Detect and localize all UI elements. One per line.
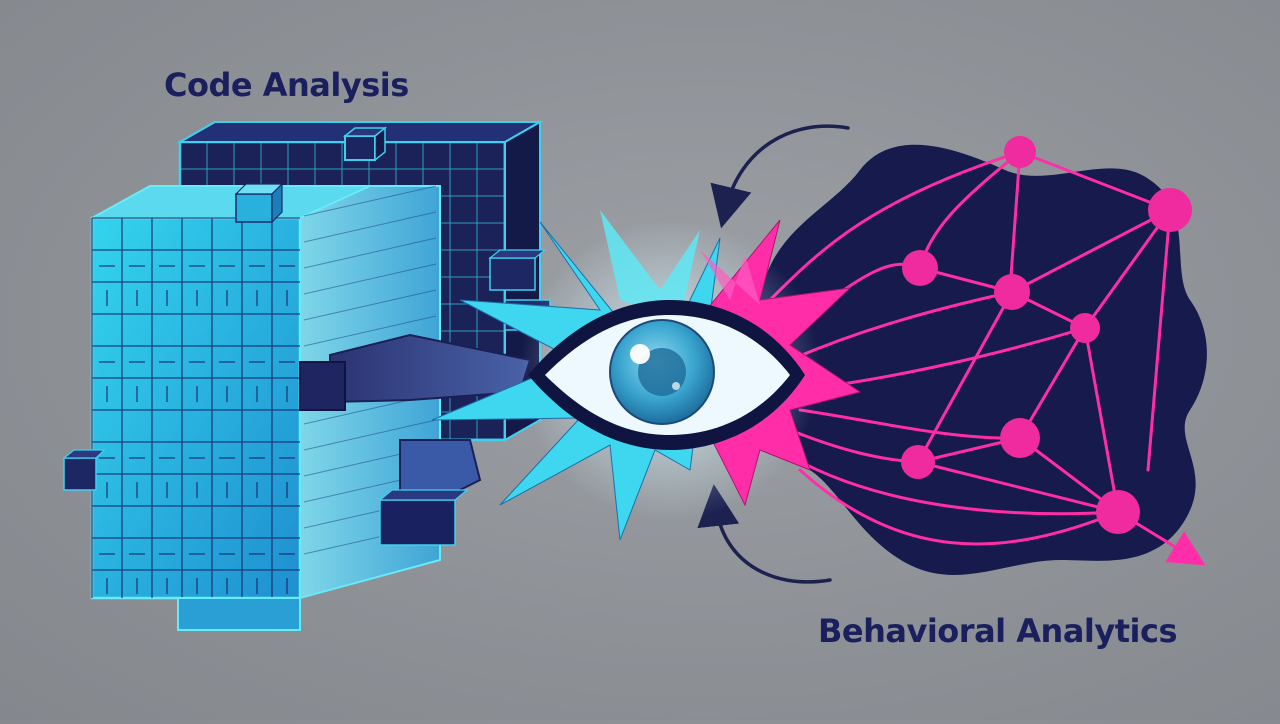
arrow-top [710, 124, 850, 229]
network-node [901, 445, 935, 479]
network-node [1148, 188, 1192, 232]
network-node [902, 250, 938, 286]
network-node [1004, 136, 1036, 168]
network-graph-icon [753, 136, 1207, 575]
network-nodes [901, 136, 1192, 534]
cycle-arrows-icon [697, 124, 850, 584]
network-node [1096, 490, 1140, 534]
network-node [994, 274, 1030, 310]
network-node [1000, 418, 1040, 458]
code-analysis-label: Code Analysis [164, 66, 409, 104]
arrow-bottom [697, 484, 832, 584]
network-node [1070, 313, 1100, 343]
behavioral-analytics-label: Behavioral Analytics [818, 612, 1178, 650]
network-cloud [753, 144, 1207, 575]
code-cube-structure-icon [62, 120, 551, 631]
eye-icon [431, 210, 862, 541]
